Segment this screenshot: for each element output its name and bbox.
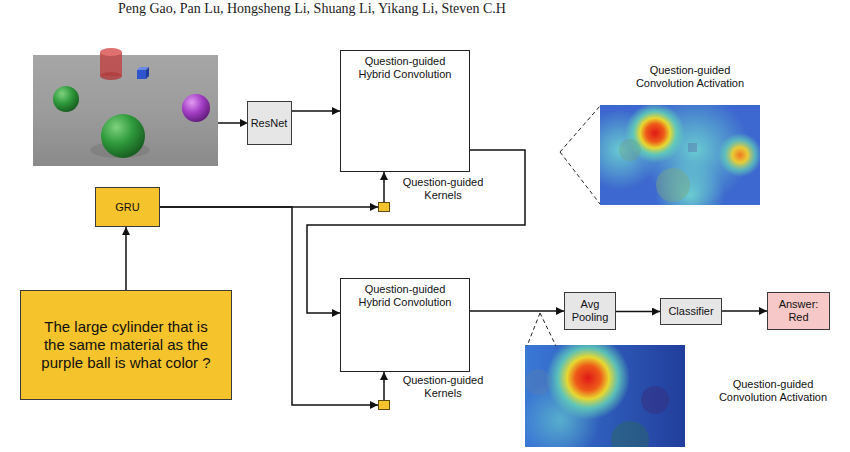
image-arrow [218,122,241,124]
connector-arrow [722,310,767,312]
answer-box: Answer: Red [767,292,830,330]
connector-arrow [470,310,564,312]
module-box: Question-guided Hybrid Convolution [340,278,470,372]
node-text: The large cylinder that is the same mate… [40,318,212,371]
kernel-square: Question-guided Kernels [378,202,390,212]
author-header: Peng Gao, Pan Lu, Hongsheng Li, Shuang L… [118,1,638,18]
connector-arrow [125,227,127,290]
connector-arrow [383,372,385,400]
node-text: GRU [115,201,139,214]
activation-heatmap [600,105,760,205]
figure-label: Question-guided Convolution Activation [706,378,840,404]
connector-arrow [292,110,341,112]
module-box: Question-guided Hybrid Convolution [340,50,470,172]
node-text: Question-guided Hybrid Convolution [352,55,458,81]
connector-arrow [616,311,660,313]
process-box: ResNet [247,101,292,145]
node-text: Question-guided Hybrid Convolution [352,283,458,309]
zoom-line [560,152,600,204]
zoom-line [527,313,540,346]
node-text: Classifier [668,305,713,318]
question-box: The large cylinder that is the same mate… [20,290,232,400]
connector-arrow [383,172,385,202]
process-box: Classifier [660,298,722,325]
figure-label: Question-guided Convolution Activation [625,64,755,90]
process-box: Avg Pooling [564,292,616,330]
activation-heatmap [525,345,685,447]
kernel-square: Question-guided Kernels [378,400,390,410]
node-text: Answer: Red [775,298,823,324]
gru-box: GRU [95,187,160,227]
node-text: Avg Pooling [568,298,612,324]
zoom-line [540,313,556,346]
kernel-label: Question-guided Kernels [398,176,488,202]
zoom-line [560,106,600,152]
kernel-label: Question-guided Kernels [398,374,488,400]
input-image [33,48,218,166]
node-text: ResNet [251,117,288,130]
